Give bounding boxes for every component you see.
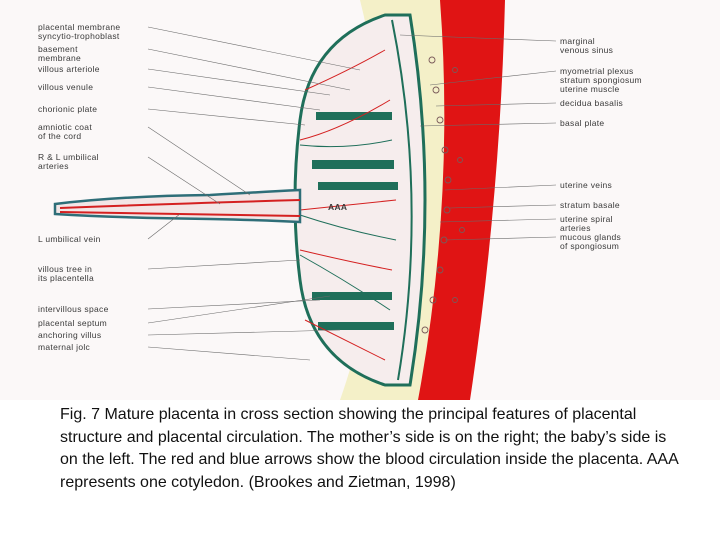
figure-caption: Fig. 7 Mature placenta in cross section … bbox=[60, 406, 678, 491]
right-label: marginal bbox=[560, 36, 595, 46]
left-label: chorionic plate bbox=[38, 104, 97, 114]
right-leader-line bbox=[444, 236, 557, 241]
left-label: syncytio-trophoblast bbox=[38, 31, 120, 41]
left-leader-line bbox=[147, 329, 341, 336]
right-leader-line bbox=[435, 102, 557, 107]
left-leader-line bbox=[147, 126, 251, 196]
left-leader-line bbox=[147, 156, 221, 205]
right-label: arteries bbox=[560, 223, 591, 233]
left-label: villous tree in bbox=[38, 264, 92, 274]
left-leader-line bbox=[147, 346, 311, 361]
left-leader-line bbox=[147, 26, 361, 71]
umbilical-arteries bbox=[59, 199, 301, 209]
left-leader-line bbox=[147, 86, 321, 111]
right-label: stratum spongiosum bbox=[560, 75, 642, 85]
right-label: uterine muscle bbox=[560, 84, 619, 94]
right-label: myometrial plexus bbox=[560, 66, 634, 76]
left-label: its placentella bbox=[38, 273, 94, 283]
right-leader-line bbox=[419, 122, 557, 127]
right-leader-line bbox=[449, 204, 557, 209]
right-label: uterine veins bbox=[560, 180, 612, 190]
left-leader-line bbox=[147, 108, 306, 126]
right-label: of spongiosum bbox=[560, 241, 619, 251]
right-label: venous sinus bbox=[560, 45, 613, 55]
right-label: decidua basalis bbox=[560, 98, 623, 108]
left-label: maternal jolc bbox=[38, 342, 91, 352]
left-label: placental septum bbox=[38, 318, 107, 328]
umbilical-vein bbox=[59, 211, 301, 217]
cotyledon-marker: AAA bbox=[328, 202, 347, 212]
left-label: R & L umbilical bbox=[38, 152, 99, 162]
right-leader-line bbox=[439, 218, 557, 223]
left-leader-line bbox=[147, 295, 331, 324]
placental-septa bbox=[312, 112, 398, 330]
left-label: L umbilical vein bbox=[38, 234, 101, 244]
left-leader-line bbox=[147, 68, 331, 96]
right-label: stratum basale bbox=[560, 200, 620, 210]
left-label: of the cord bbox=[38, 131, 81, 141]
placenta-diagram: AAA placental membranesyncytio-trophobla… bbox=[38, 0, 642, 400]
left-label: amniotic coat bbox=[38, 122, 92, 132]
left-label: intervillous space bbox=[38, 304, 109, 314]
left-leader-line bbox=[147, 259, 301, 270]
right-label: basal plate bbox=[560, 118, 604, 128]
left-leader-line bbox=[147, 48, 351, 91]
left-label: anchoring villus bbox=[38, 330, 101, 340]
villous-trees bbox=[299, 49, 397, 361]
right-leader-line bbox=[429, 70, 557, 86]
left-leader-line bbox=[147, 213, 181, 240]
left-label: membrane bbox=[38, 53, 81, 63]
right-leader-line bbox=[444, 184, 557, 191]
left-label: villous arteriole bbox=[38, 64, 100, 74]
left-label: basement bbox=[38, 44, 78, 54]
left-label: arteries bbox=[38, 161, 69, 171]
basal-plate bbox=[391, 19, 413, 381]
right-leader-line bbox=[399, 34, 557, 42]
right-label: mucous glands bbox=[560, 232, 621, 242]
left-label: placental membrane bbox=[38, 22, 120, 32]
left-label: villous venule bbox=[38, 82, 93, 92]
right-label: uterine spiral bbox=[560, 214, 613, 224]
